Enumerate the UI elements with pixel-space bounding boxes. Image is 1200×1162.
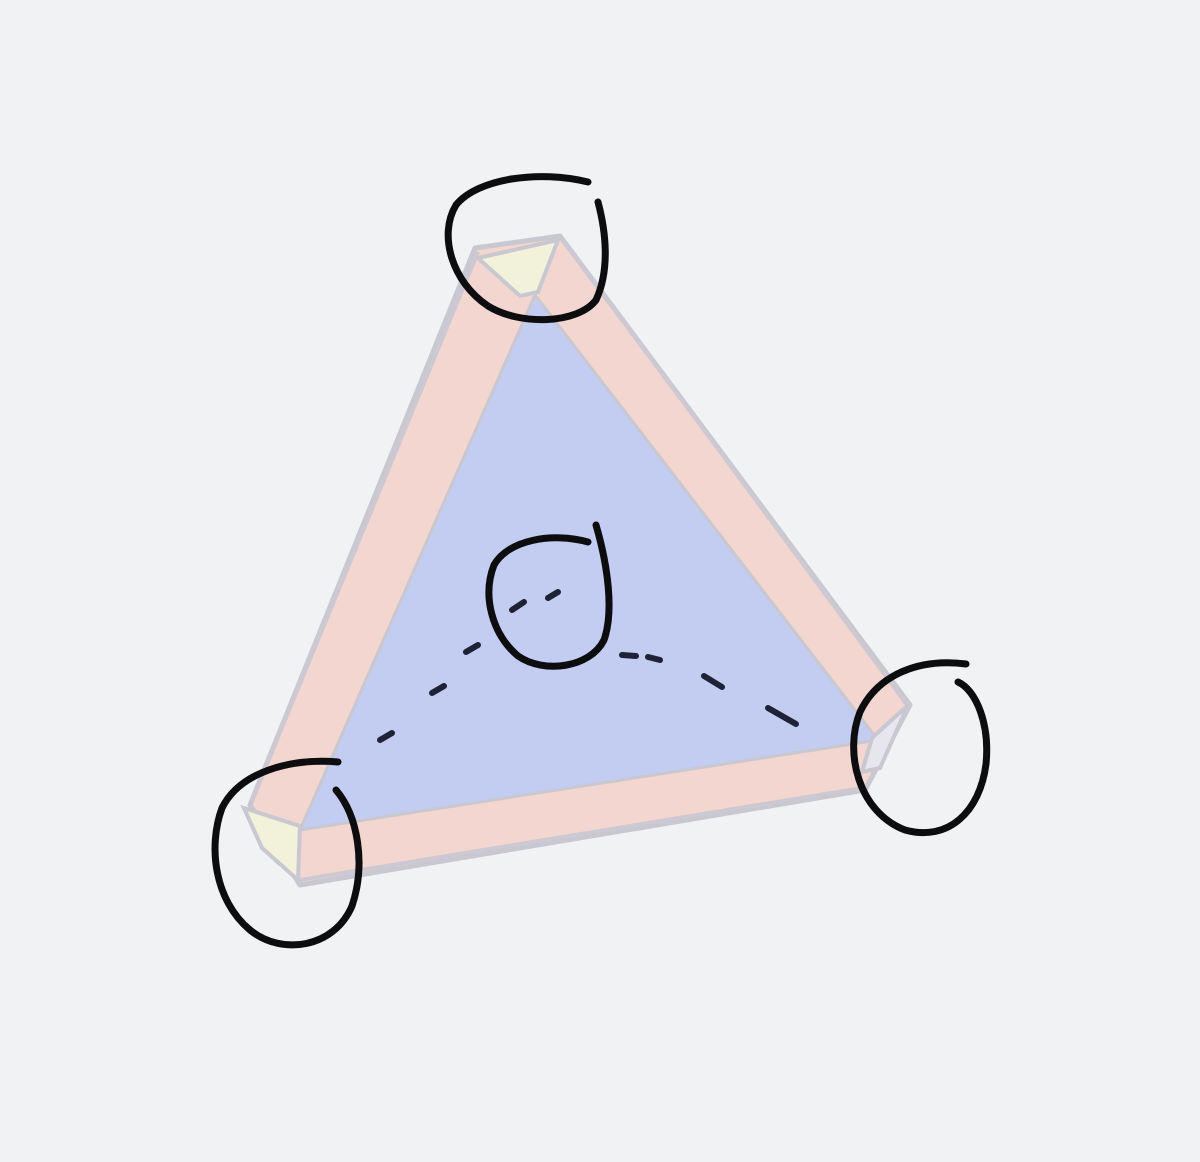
hidden-edges [377,589,799,743]
hidden-edge-right [619,652,799,727]
circle-right-vertex [850,659,991,837]
circle-top-vertex [444,173,609,324]
corner-cap-left [240,804,303,885]
circle-left-vertex [211,757,363,949]
triangle-face [298,293,880,832]
vertex-circles [211,173,991,949]
corner-cap-right [859,703,910,775]
corner-cap-top [473,237,562,299]
circle-apex [485,521,613,670]
hidden-edge-left [377,589,561,743]
frame-edges [250,240,910,882]
